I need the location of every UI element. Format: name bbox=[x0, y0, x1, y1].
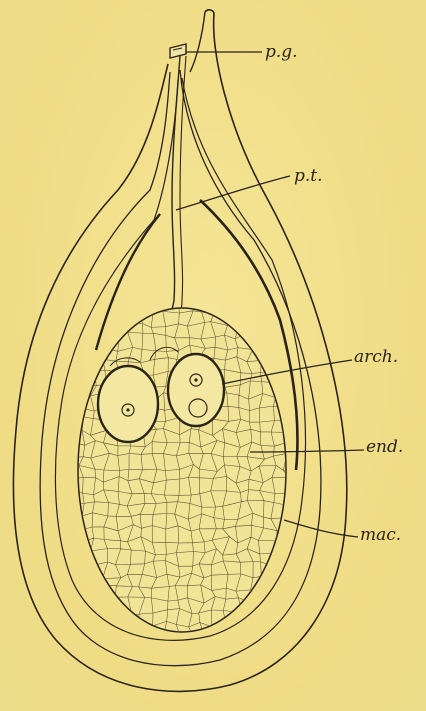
endosperm bbox=[67, 297, 302, 639]
label-pollen-tube: p.t. bbox=[294, 168, 323, 185]
label-endosperm: end. bbox=[366, 439, 403, 456]
micropyle-inner-left bbox=[190, 12, 205, 72]
pollen-tube-inner bbox=[178, 56, 186, 324]
archegonium-left bbox=[98, 366, 158, 442]
label-archegonia: arch. bbox=[354, 349, 398, 366]
leader-mac bbox=[284, 520, 358, 537]
leader-pt bbox=[176, 176, 290, 210]
archegonium-right bbox=[168, 354, 224, 426]
micropyle-tip bbox=[205, 10, 214, 14]
label-macrospore: mac. bbox=[360, 527, 401, 544]
pollen-grain bbox=[170, 44, 186, 58]
label-pollen-grain: p.g. bbox=[265, 44, 298, 61]
